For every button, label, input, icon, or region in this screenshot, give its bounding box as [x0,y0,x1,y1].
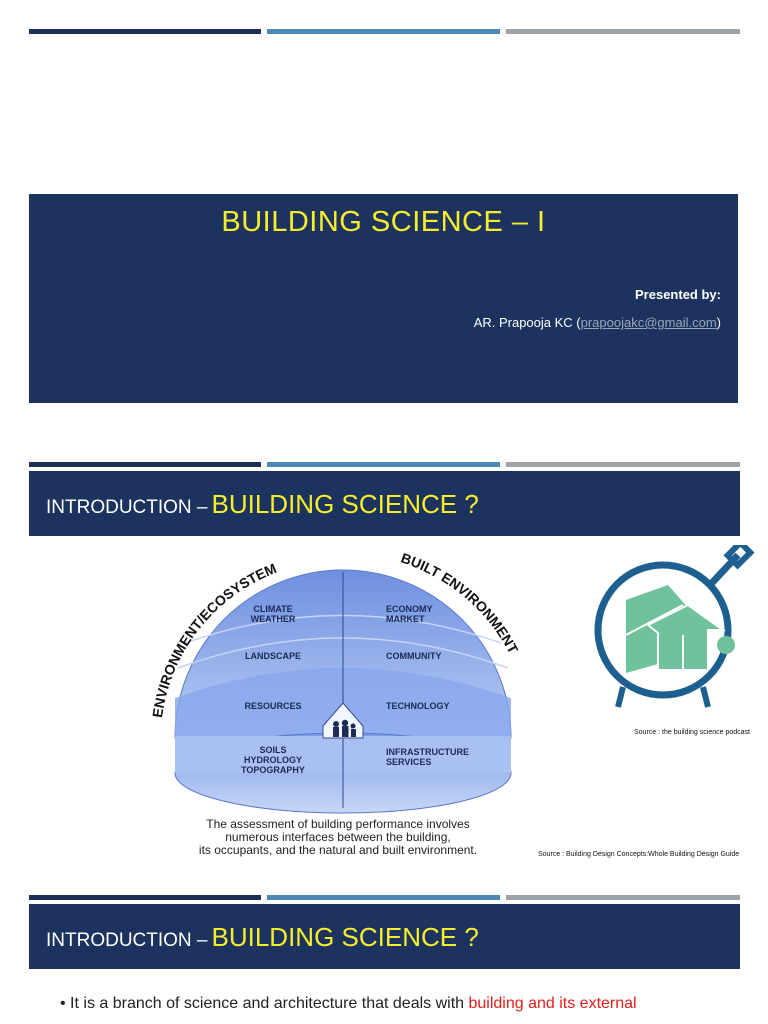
slide3-header: INTRODUCTION –BUILDING SCIENCE ? [29,904,740,969]
top-accent-bar-grey [506,29,740,34]
label-weather: WEATHER [251,614,296,624]
caption-line: numerous interfaces between the building… [225,830,451,844]
person-icon-body [351,729,356,737]
caption-line: its occupants, and the natural and built… [198,843,478,857]
title-slide-panel: BUILDING SCIENCE – I Presented by: AR. P… [29,194,738,403]
logo-source-credit: Source : the building science podcast [634,729,750,736]
diagram-caption: The assessment of building performance i… [168,818,508,857]
author-line: AR. Prapooja KC (prapoojakc@gmail.com) [474,315,721,330]
diagram-source-credit: Source : Building Design Concepts:Whole … [538,851,740,858]
label-climate: CLIMATE [253,604,292,614]
slide-title: BUILDING SCIENCE – I [221,206,546,238]
person-icon [341,719,349,727]
label-community: COMMUNITY [386,651,442,661]
slide3-accent-bar-navy [29,895,261,900]
bullet-text: It is a branch of science and architectu… [70,995,469,1012]
label-topography: TOPOGRAPHY [241,765,305,775]
caption-line: The assessment of building performance i… [206,817,470,831]
author-email-link[interactable]: prapoojakc@gmail.com [580,315,717,330]
person-icon-body [333,727,339,737]
slide3-heading-prefix: INTRODUCTION – [46,930,208,951]
label-economy: ECONOMY [386,604,433,614]
slide2-accent-bar-teal [267,462,500,467]
label-services: SERVICES [386,757,431,767]
label-resources: RESOURCES [244,701,301,711]
slide2-heading-highlight: BUILDING SCIENCE ? [211,489,479,519]
presented-by-label: Presented by: [635,287,721,302]
slide3-heading: INTRODUCTION –BUILDING SCIENCE ? [46,922,479,953]
label-infrastructure: INFRASTRUCTURE [386,747,469,757]
person-icon [350,723,356,729]
building-science-dome-diagram: ENVIRONMENT/ECOSYSTEM BUILT ENVIRONMENT … [149,550,522,814]
top-accent-bar-navy [29,29,261,34]
label-market: MARKET [386,614,425,624]
slide2-header: INTRODUCTION –BUILDING SCIENCE ? [29,471,740,536]
slide3-accent-bar-grey [506,895,740,900]
author-name: AR. Prapooja KC ( [473,315,581,330]
slide2-heading-prefix: INTRODUCTION – [46,497,208,518]
label-landscape: LANDSCAPE [245,651,301,661]
top-accent-bar-teal [267,29,500,34]
slide3-bullet: • It is a branch of science and architec… [60,995,637,1012]
podcast-logo [594,545,755,708]
label-technology: TECHNOLOGY [386,701,450,711]
slide2-accent-bar-grey [506,462,740,467]
person-icon-body [342,726,349,737]
author-suffix: ) [716,315,721,330]
bullet-highlight: building and its external [468,995,637,1012]
label-soils: SOILS [259,745,286,755]
slide2-heading: INTRODUCTION –BUILDING SCIENCE ? [46,489,479,520]
slide2-accent-bar-navy [29,462,261,467]
slide3-heading-highlight: BUILDING SCIENCE ? [211,922,479,952]
label-hydrology: HYDROLOGY [244,755,302,765]
slide3-accent-bar-teal [267,895,500,900]
person-icon [333,721,339,727]
